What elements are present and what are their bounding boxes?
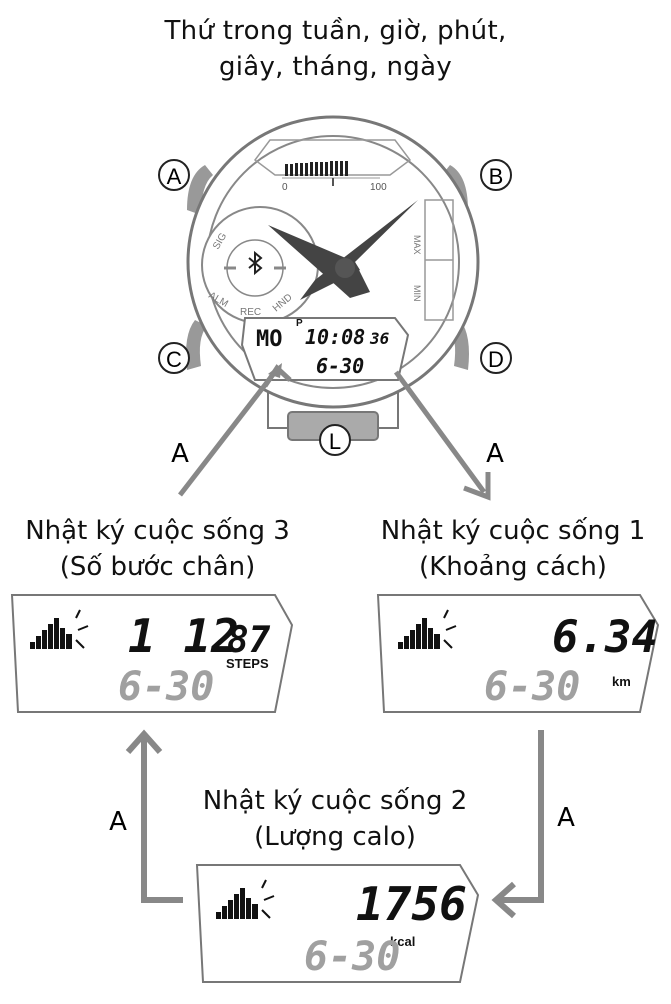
gauge-frame — [253, 139, 412, 176]
log1-value: 6.34 — [552, 612, 658, 663]
button-a-shape — [187, 165, 213, 215]
arrow-log1-to-log2 — [498, 730, 544, 903]
scale-min: 0 — [282, 182, 288, 193]
arrow-label-a-right: A — [486, 439, 504, 469]
button-d-letter: D — [488, 347, 504, 372]
log1-panel — [376, 594, 660, 713]
bluetooth-icon — [248, 250, 263, 276]
lcd-day: MO — [256, 327, 283, 352]
arrow-label-a-bottom-left: A — [109, 807, 127, 837]
button-a-circle — [158, 159, 190, 191]
log3-title-line-1: Nhật ký cuộc sống 3 — [25, 516, 290, 546]
lcd-seconds: 36 — [369, 329, 390, 348]
log3-value-main: 1 12 — [128, 609, 239, 663]
arrow-log2-to-log3 — [141, 736, 183, 903]
scale-max: 100 — [370, 182, 387, 193]
button-d-circle — [480, 342, 512, 374]
button-b-letter: B — [489, 164, 504, 189]
button-l-circle — [319, 424, 351, 456]
log3-unit: STEPS — [226, 656, 269, 671]
log1-date: 6-30 — [484, 664, 580, 710]
arrow-label-a-left: A — [171, 439, 189, 469]
header-line-2: giây, tháng, ngày — [218, 52, 453, 82]
log2-value: 1756 — [356, 877, 467, 931]
log3-title-line-2: (Số bước chân) — [59, 552, 256, 582]
activity-graph-icon-log2 — [216, 879, 275, 919]
log1-title-line-2: (Khoảng cách) — [419, 552, 607, 582]
log3-date: 6-30 — [118, 664, 214, 710]
label-min: MIN — [412, 285, 422, 302]
button-l-letter: L — [329, 429, 341, 454]
log2-title-line-2: (Lượng calo) — [254, 822, 416, 852]
activity-graph-icon-log1 — [398, 609, 457, 649]
lcd-pm: P — [296, 318, 303, 329]
log3-panel — [10, 594, 294, 713]
log3-value-small: 87 — [227, 620, 271, 661]
gauge-ticks — [285, 161, 348, 176]
button-c-letter: C — [166, 347, 182, 372]
log1-title-line-1: Nhật ký cuộc sống 1 — [380, 516, 646, 546]
lcd-window — [240, 317, 410, 381]
hour-hand — [268, 225, 370, 298]
label-rec: REC — [240, 307, 261, 318]
label-max: MAX — [412, 235, 422, 255]
log2-date: 6-30 — [304, 934, 400, 980]
activity-graph-icon-log3 — [30, 609, 89, 649]
minute-hand — [300, 200, 418, 300]
lcd-time: 10:08 — [305, 325, 365, 349]
log2-unit: kcal — [390, 934, 415, 949]
log1-unit: km — [612, 674, 631, 689]
button-c-circle — [158, 342, 190, 374]
button-c-shape — [186, 320, 207, 370]
arrow-label-a-bottom-right: A — [557, 803, 575, 833]
lcd-date: 6-30 — [316, 354, 364, 378]
button-a-letter: A — [167, 164, 182, 189]
header-line-1: Thứ trong tuần, giờ, phút, — [164, 16, 507, 46]
log2-title-line-1: Nhật ký cuộc sống 2 — [202, 786, 468, 816]
log2-panel — [195, 864, 480, 983]
button-b-circle — [480, 159, 512, 191]
